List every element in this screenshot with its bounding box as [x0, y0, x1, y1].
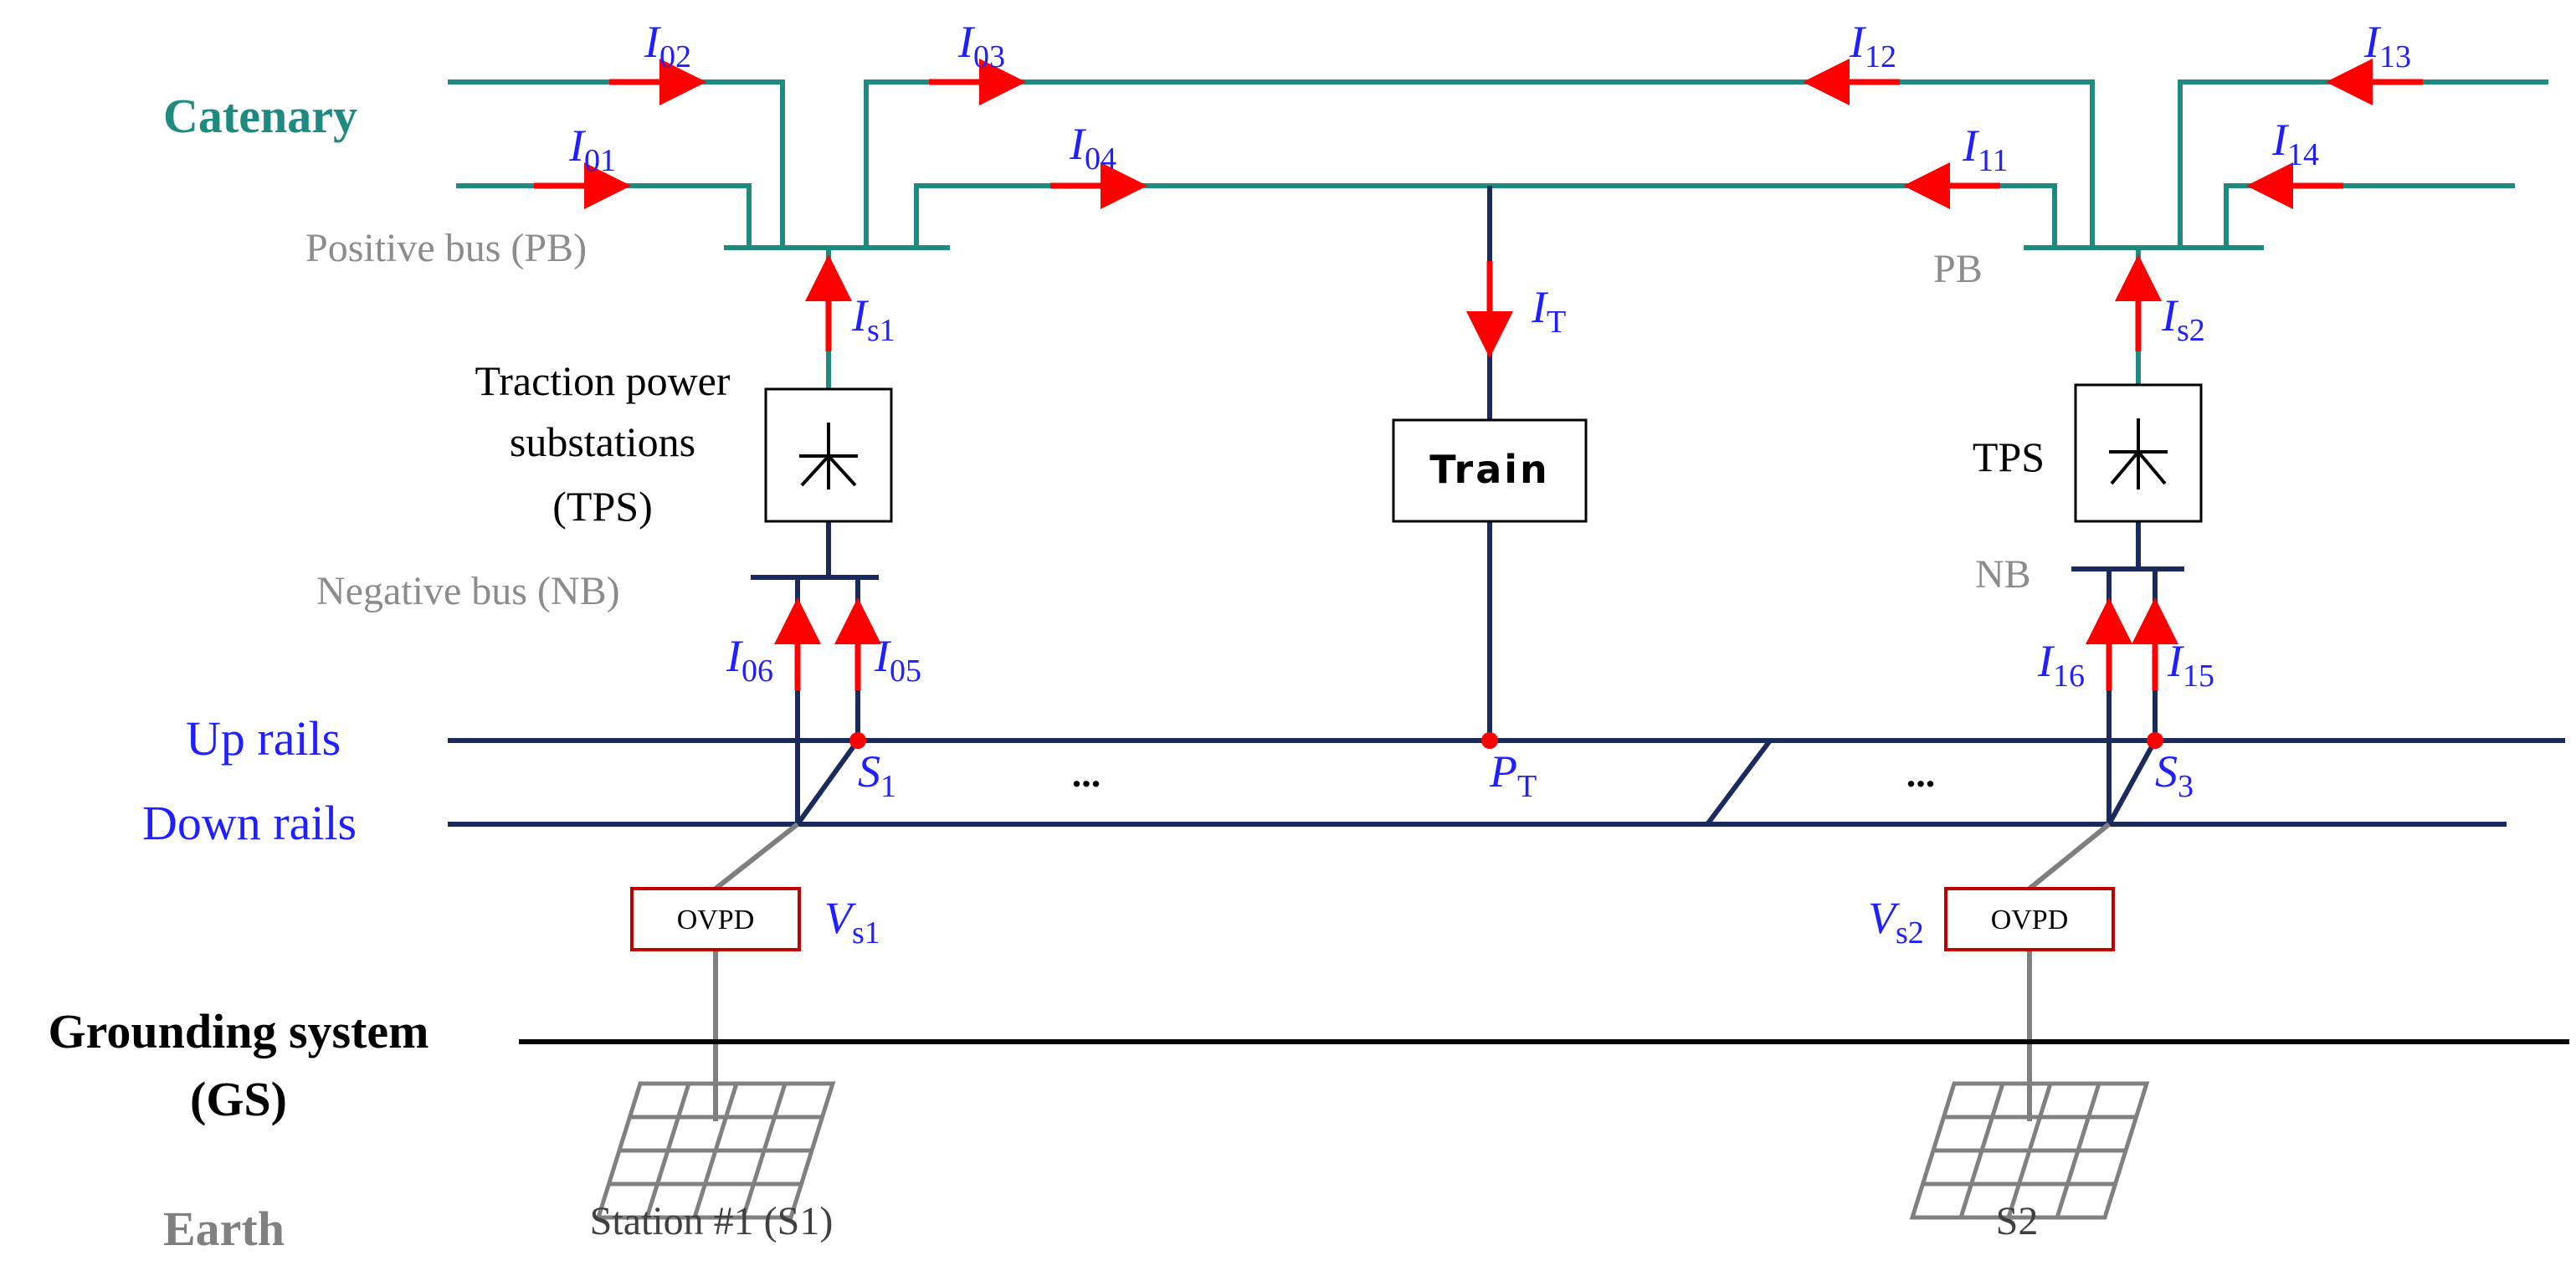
label-is2: Is2	[2161, 290, 2205, 348]
label-is1: Is1	[851, 290, 895, 348]
ovpd-lead-left	[714, 822, 799, 891]
label-i06: I06	[726, 631, 773, 689]
label-i16: I16	[2037, 636, 2085, 694]
down-rails-label: Down rails	[142, 796, 357, 850]
point-s1-dot	[849, 732, 866, 749]
positive-bus-label-right: PB	[1933, 247, 1983, 291]
label-i12: I12	[1849, 17, 1896, 74]
label-i13: I13	[2363, 17, 2411, 74]
tps-label-line1: Traction power	[475, 357, 730, 404]
catenary-wire-04-11	[914, 183, 2057, 248]
tps-label-right: TPS	[1973, 433, 2045, 480]
catenary-wire-02	[448, 79, 785, 248]
label-i04: I04	[1069, 119, 1116, 177]
label-i05: I05	[874, 631, 921, 689]
ovpd-label-left: OVPD	[677, 905, 755, 935]
negative-bus-label-right: NB	[1975, 552, 2031, 597]
earth-label: Earth	[163, 1202, 285, 1256]
ellipsis-left: ...	[1072, 752, 1101, 795]
label-i03: I03	[957, 17, 1005, 74]
station-1-label: Station #1 (S1)	[590, 1199, 834, 1243]
point-s3-dot	[2147, 732, 2163, 749]
cross-bond-middle	[1705, 739, 1773, 826]
rectifier-icon	[2109, 418, 2168, 489]
catenary-wire-13	[2178, 79, 2548, 248]
label-pt: PT	[1489, 746, 1537, 804]
ovpd-label-right: OVPD	[1991, 905, 2069, 935]
earth-grid-left	[595, 1081, 836, 1220]
label-s1: S1	[858, 746, 896, 804]
ovpd-box-right: OVPD	[1944, 887, 2115, 951]
tps-label-line2: substations	[510, 418, 695, 465]
label-s3: S3	[2155, 746, 2194, 804]
label-vs2: Vs2	[1868, 893, 1924, 951]
ovpd-lead-right	[2028, 822, 2111, 891]
tps-box-left	[764, 387, 893, 523]
current-arrows	[534, 59, 2423, 690]
point-pt-dot	[1481, 732, 1498, 749]
rail-bond-left	[795, 739, 860, 826]
label-i01: I01	[568, 120, 616, 178]
ellipsis-right: ...	[1906, 752, 1936, 795]
up-rails-label: Up rails	[186, 711, 341, 766]
rail-bond-right	[2106, 739, 2158, 826]
label-vs1: Vs1	[824, 893, 880, 951]
negative-bus-label: Negative bus (NB)	[316, 569, 620, 613]
catenary-label: Catenary	[163, 89, 357, 143]
station-2-label: S2	[1996, 1199, 2039, 1243]
catenary-wire-14	[2224, 183, 2515, 248]
train-label: Train	[1429, 447, 1550, 492]
rail-network	[448, 186, 2565, 827]
catenary-wires	[448, 79, 2548, 389]
grounding-network	[519, 822, 2569, 1220]
grounding-system-abbrev: (GS)	[190, 1072, 287, 1126]
label-i11: I11	[1962, 120, 2009, 178]
train-box: Train	[1392, 418, 1588, 523]
tps-label-line3: (TPS)	[552, 483, 652, 530]
positive-bus-label: Positive bus (PB)	[305, 226, 587, 270]
label-i14: I14	[2271, 115, 2319, 172]
catenary-wire-03-12	[864, 79, 2095, 248]
label-i02: I02	[644, 17, 691, 74]
label-it: IT	[1531, 282, 1566, 340]
tps-box-right	[2074, 383, 2203, 523]
earth-grid-right	[1909, 1081, 2150, 1220]
grounding-system-label: Grounding system	[49, 1004, 429, 1058]
ovpd-box-left: OVPD	[630, 887, 801, 951]
label-i15: I15	[2167, 636, 2214, 694]
rectifier-icon	[799, 423, 858, 489]
